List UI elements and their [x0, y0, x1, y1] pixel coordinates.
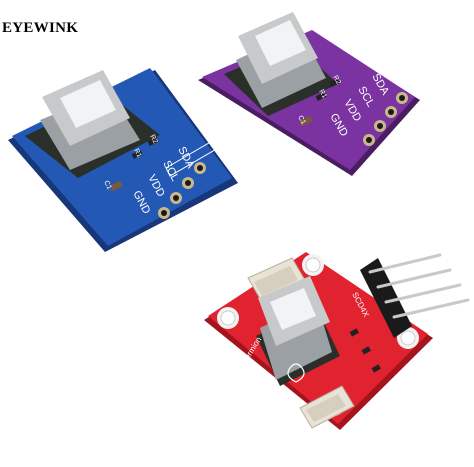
purple-sensor-board: SDA SCL VDD GND R2 R1 C1: [198, 12, 420, 176]
purple-label-r2: R2: [331, 75, 342, 86]
blue-pin-holes: [158, 162, 206, 219]
red-sensor-board: SCD4X Fermion: [204, 252, 470, 430]
purple-label-c1: C1: [296, 115, 307, 126]
blue-label-r2: R2: [148, 134, 158, 145]
purple-pin-holes: [363, 92, 408, 146]
red-sensor-module: [256, 276, 340, 386]
heart-logo: [287, 363, 305, 383]
blue-sensor-board: SDA SCL VDD GND R2 R1 C1: [8, 68, 238, 252]
brand-watermark: EYEWINK: [2, 20, 79, 36]
blue-pcb: [12, 68, 232, 246]
blue-label-c1: C1: [102, 180, 112, 191]
blue-sensor-module: [25, 70, 160, 178]
red-bottom-connector: [299, 385, 355, 429]
red-header-pins: [360, 253, 470, 338]
purple-label-r1: R1: [317, 89, 328, 100]
purple-sensor-module: [224, 12, 338, 116]
blue-label-r1: R1: [132, 148, 142, 159]
